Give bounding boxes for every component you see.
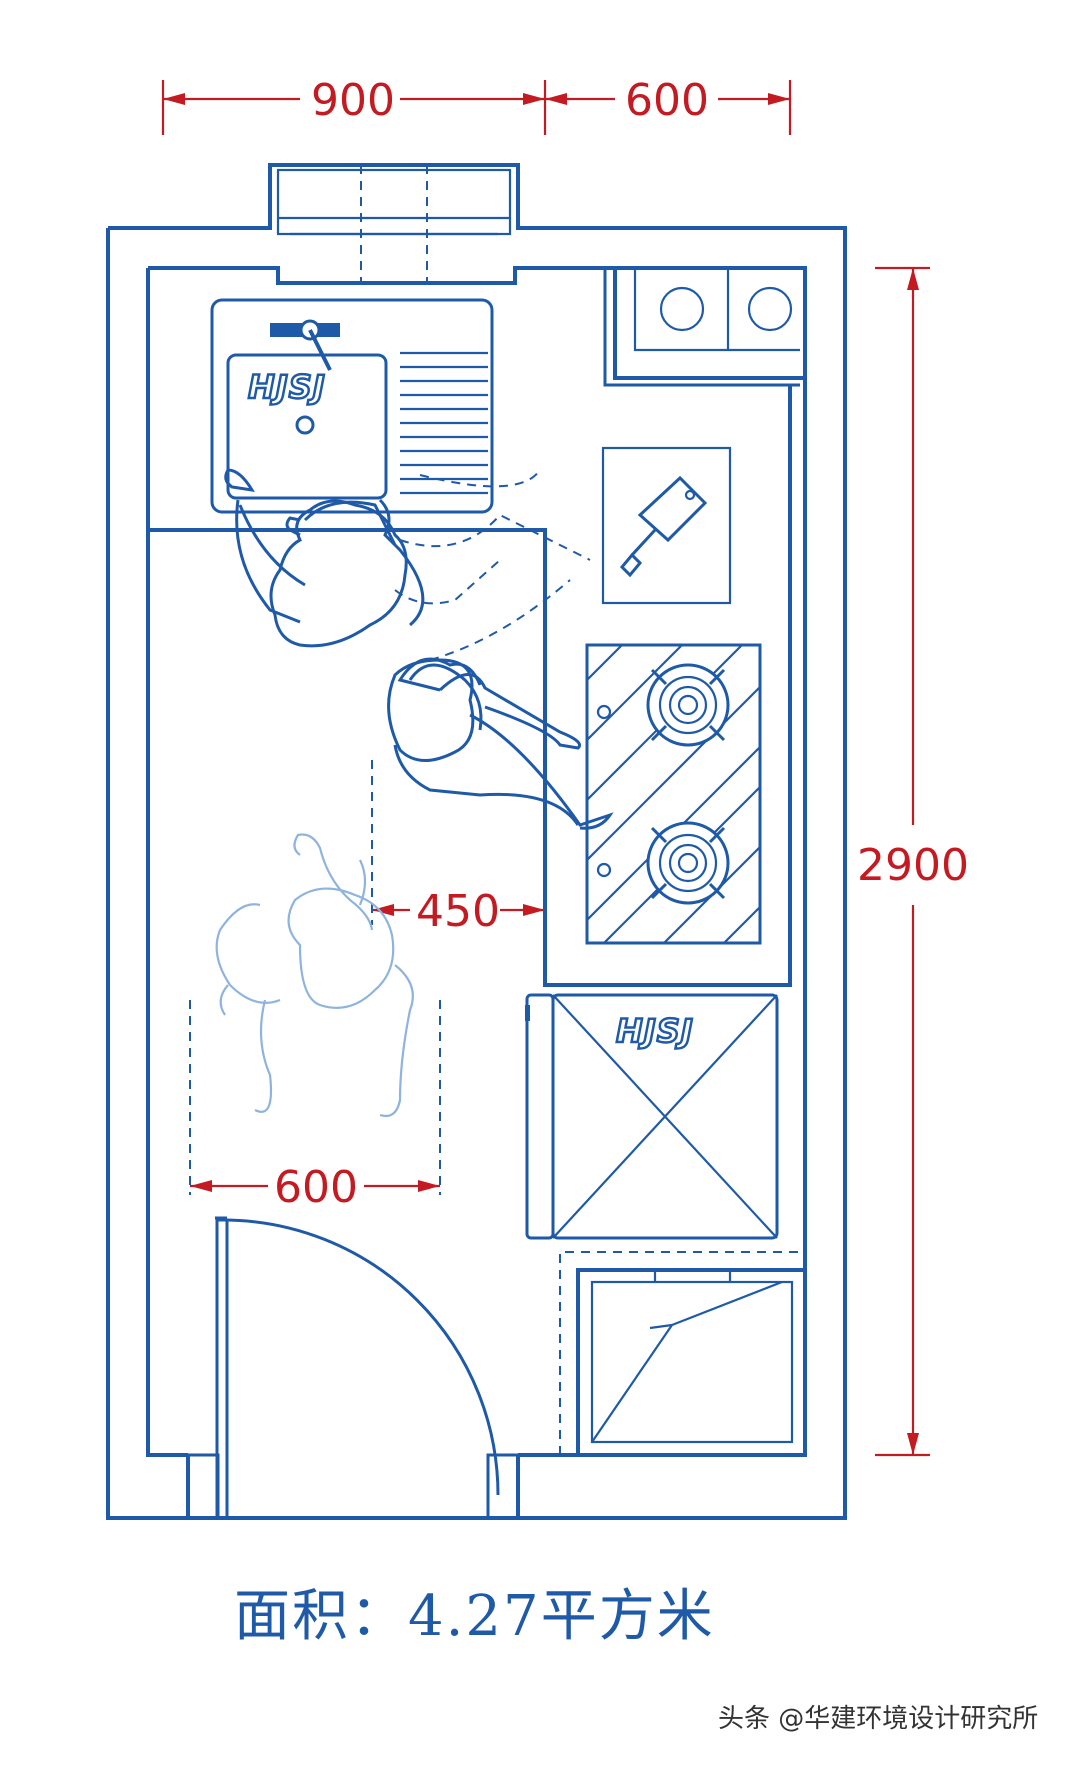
dimension-bottom: 600: [190, 1162, 440, 1213]
dimension-top: 900 600: [161, 75, 792, 135]
watermark-text: 头条 @华建环境设计研究所: [718, 1704, 1038, 1734]
dimension-label-600-bottom: 600: [274, 1162, 358, 1213]
counter-outline: [148, 385, 792, 987]
washing-machine-icon: [603, 268, 805, 387]
sink-logo: HJSJ: [248, 368, 326, 406]
cutting-board: [601, 446, 732, 605]
dimension-label-900: 900: [311, 75, 395, 126]
fridge-logo: HJSJ: [616, 1012, 694, 1050]
dimension-label-600-top: 600: [625, 75, 709, 126]
person-icon: [224, 468, 425, 648]
gas-burner-icon: [646, 821, 730, 905]
gas-burner-icon: [646, 663, 730, 747]
person-icon: [387, 657, 614, 830]
refrigerator-icon: HJSJ: [525, 993, 779, 1240]
gas-hob: [585, 643, 762, 945]
dimension-right: 2900: [857, 266, 969, 1457]
bottom-cabinet: [559, 1251, 807, 1457]
walls: [106, 163, 847, 1520]
dimension-aisle: 450: [372, 886, 545, 937]
window: [276, 165, 512, 283]
dimension-label-450: 450: [416, 886, 500, 937]
knife-icon: [619, 475, 708, 578]
sink-icon: HJSJ: [210, 298, 494, 514]
clearance-guides: [189, 469, 591, 1195]
dimension-label-2900: 2900: [857, 840, 969, 891]
area-caption: 面积：4.27平方米: [234, 1584, 715, 1649]
person-icon: [215, 833, 414, 1118]
door: [215, 1216, 500, 1520]
